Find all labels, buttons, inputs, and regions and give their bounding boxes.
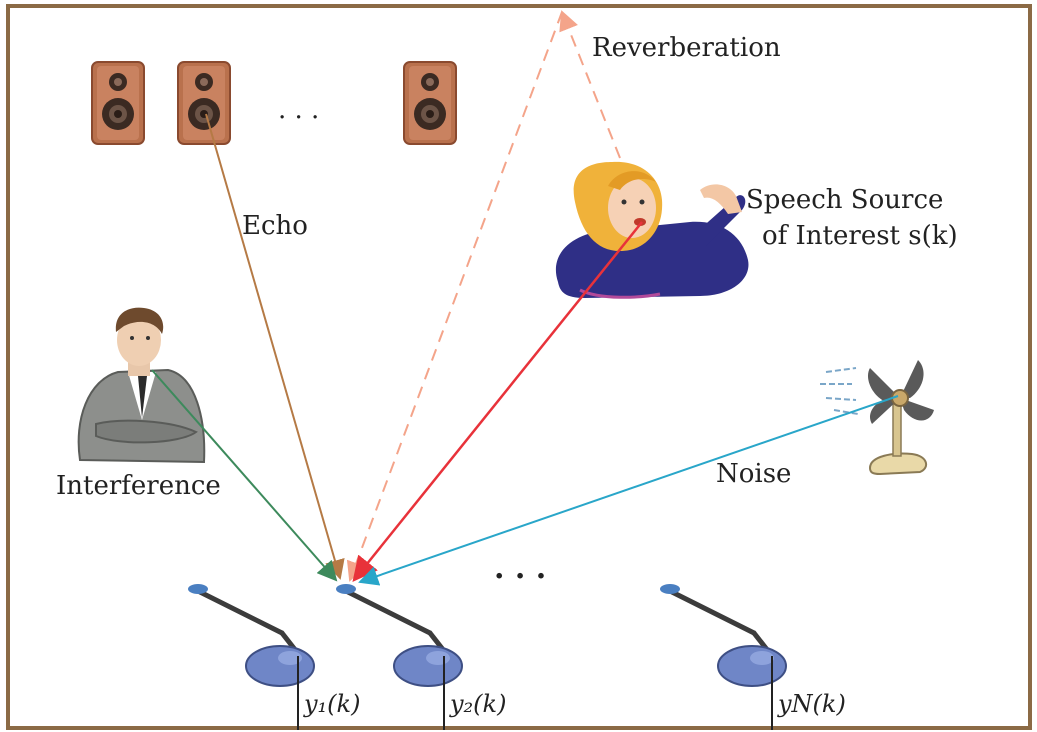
interference-label: Interference (56, 471, 221, 501)
speech-arrow (352, 221, 643, 582)
mic-dots: . . . (494, 551, 546, 586)
reverberation-arrow-down (346, 11, 563, 582)
reverberation-label: Reverberation (592, 33, 781, 63)
echo-arrow (205, 113, 345, 580)
mic1-label: y₁(k) (303, 690, 360, 718)
echo-label: Echo (242, 211, 308, 241)
micN-label: yN(k) (777, 690, 846, 718)
noise-arrow (358, 395, 899, 586)
diagram-frame (6, 4, 1032, 730)
speaker-dots: . . . (278, 95, 319, 125)
loudspeaker-icon (91, 61, 145, 145)
fan-icon (820, 360, 934, 476)
reverberation-arrow-up (559, 10, 621, 159)
loudspeaker-icon (403, 61, 457, 145)
speech-source-label-line1: Speech Source (746, 185, 943, 215)
speech-source-label-line2: of Interest s(k) (762, 221, 958, 251)
loudspeaker-icon (177, 61, 231, 145)
mic2-label: y₂(k) (449, 690, 506, 718)
noise-label: Noise (716, 459, 791, 489)
interference-arrow (151, 369, 338, 582)
